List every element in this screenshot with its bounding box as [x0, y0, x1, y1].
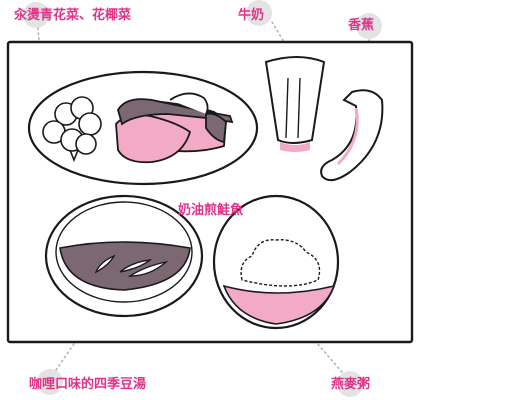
curry-soup — [59, 241, 191, 291]
label-banana: 香蕉 — [348, 18, 375, 33]
banana-label-bubble — [356, 13, 382, 39]
soup-bowl-rim — [55, 201, 193, 303]
vegetables-label-bubble — [23, 2, 49, 28]
soup-label-bubble — [37, 369, 63, 395]
label-milk: 牛奶 — [238, 8, 265, 23]
label-soup: 咖哩口味的四季豆湯 — [29, 377, 147, 392]
milk-glass — [264, 56, 326, 152]
label-oatmeal: 燕麥粥 — [331, 377, 371, 392]
green-beans — [94, 254, 169, 277]
broccoli-cauliflower — [42, 96, 102, 163]
oatmeal-label-bubble — [337, 371, 363, 397]
salmon-fillet — [115, 92, 234, 164]
oatmeal-bowl-band — [222, 284, 336, 325]
label-salmon: 奶油煎鮭魚 — [178, 203, 244, 218]
milk-label-bubble — [246, 0, 272, 26]
oatmeal — [240, 239, 321, 287]
label-vegetables: 汆燙青花菜、花椰菜 — [14, 8, 132, 23]
banana — [320, 89, 384, 182]
